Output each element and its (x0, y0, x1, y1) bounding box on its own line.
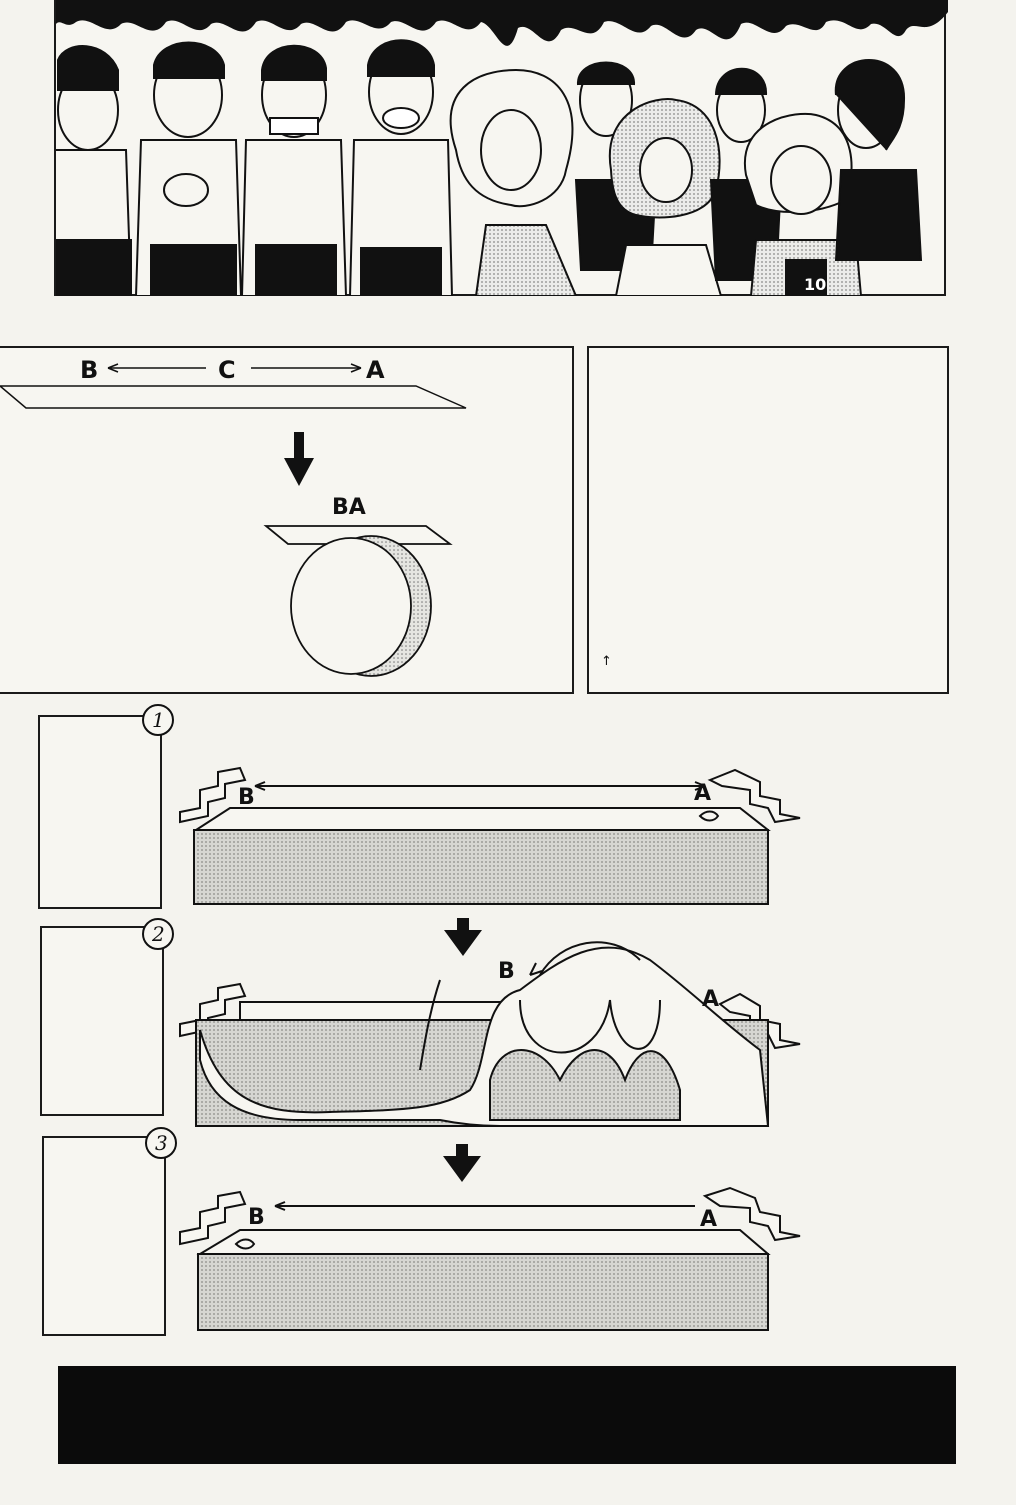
ink-drips (56, 0, 948, 46)
caption-panel: ↑ (587, 346, 949, 694)
down-arrow-icon (444, 918, 482, 956)
step-1-label-b: B (238, 785, 255, 810)
down-arrow-icon (284, 432, 314, 486)
step-2-label-b: B (498, 959, 515, 984)
step-2-label-a: A (702, 987, 719, 1012)
step-1-ring-diagram (179, 766, 801, 905)
step-3-ring-diagram (179, 1186, 801, 1331)
ribbon-label-b: B (80, 356, 98, 384)
ribbon-label-c: C (218, 356, 236, 384)
crowd-illustration: 10 (56, 0, 948, 296)
step-2-text-box (40, 926, 164, 1116)
svg-text:10: 10 (804, 275, 826, 294)
step-1-label-a: A (694, 781, 711, 806)
step-3-label-a: A (700, 1207, 717, 1232)
caption-arrow-mark: ↑ (601, 654, 612, 669)
down-arrow-icon (443, 1144, 481, 1182)
step-3-text-box (42, 1136, 166, 1336)
ribbon-diagram-panel: B C A BA (0, 346, 574, 694)
step-1-text-box (38, 715, 162, 909)
ribbon-label-a: A (366, 356, 385, 384)
ribbon-label-ba: BA (332, 495, 366, 520)
ribbon-diagram: B C A BA (0, 356, 467, 677)
step-2-wave-diagram (179, 941, 801, 1127)
bottom-black-banner (58, 1366, 956, 1464)
crowd-illustration-panel: 10 (54, 0, 948, 296)
step-3-label-b: B (248, 1205, 265, 1230)
